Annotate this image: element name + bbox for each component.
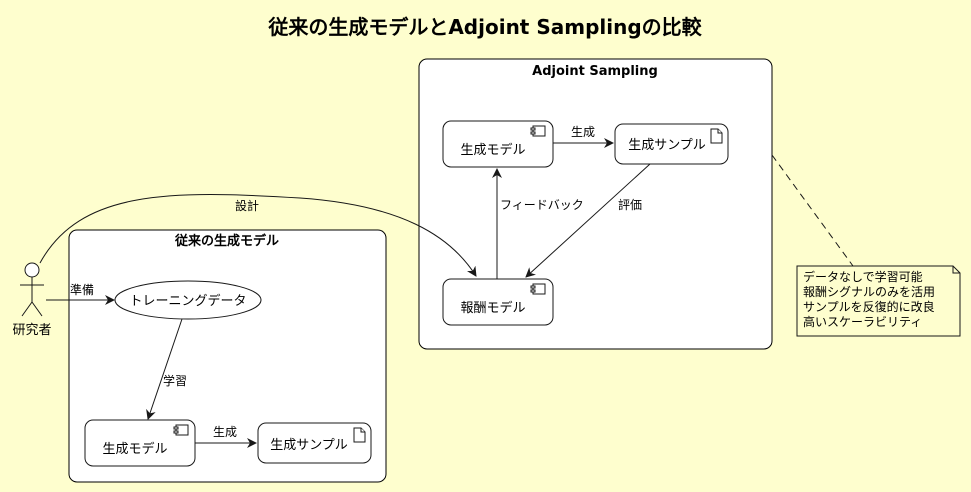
edge-generate-adjoint: 生成 xyxy=(553,125,614,148)
traditional-model-label: 生成モデル xyxy=(102,441,167,457)
component-icon xyxy=(173,424,189,436)
traditional-frame-title: 従来の生成モデル xyxy=(174,233,279,249)
edge-generate-traditional: 生成 xyxy=(195,425,257,448)
adjoint-sample-artifact[interactable]: 生成サンプル xyxy=(614,123,729,165)
training-data-label: トレーニングデータ xyxy=(129,293,246,309)
component-icon xyxy=(530,283,546,295)
adjoint-model-component[interactable]: 生成モデル xyxy=(442,120,554,168)
researcher-actor[interactable]: 研究者 xyxy=(12,262,52,338)
edge-design-label: 設計 xyxy=(235,198,259,213)
note-connector xyxy=(771,154,854,267)
edge-prepare: 準備 xyxy=(46,282,115,305)
edge-feedback-label: フィードバック xyxy=(500,198,584,212)
edge-evaluate-label: 評価 xyxy=(618,197,642,212)
document-icon xyxy=(710,128,723,144)
edge-feedback: フィードバック xyxy=(492,168,584,279)
component-icon xyxy=(530,125,546,137)
note-box: データなしで学習可能 報酬シグナルのみを活用 サンプルを反復的に改良 高いスケー… xyxy=(796,265,961,337)
stick-figure-icon xyxy=(20,262,44,317)
reward-model-label: 報酬モデル xyxy=(460,300,525,316)
edge-prepare-label: 準備 xyxy=(70,282,94,297)
traditional-model-component[interactable]: 生成モデル xyxy=(84,419,196,467)
edge-design: 設計 xyxy=(39,194,477,277)
note-line-4: 高いスケーラビリティ xyxy=(803,314,922,329)
diagram-title: 従来の生成モデルとAdjoint Samplingの比較 xyxy=(267,15,702,39)
note-line-3: サンプルを反復的に改良 xyxy=(803,299,935,314)
edge-learn-label: 学習 xyxy=(163,373,187,388)
training-data-usecase[interactable]: トレーニングデータ xyxy=(114,280,262,320)
researcher-label: 研究者 xyxy=(12,323,51,338)
note-line-1: データなしで学習可能 xyxy=(803,269,923,284)
adjoint-model-label: 生成モデル xyxy=(460,142,525,158)
edge-generate-adjoint-label: 生成 xyxy=(571,125,595,139)
note-line-2: 報酬シグナルのみを活用 xyxy=(803,285,935,299)
edge-evaluate: 評価 xyxy=(525,163,651,278)
adjoint-frame-title: Adjoint Sampling xyxy=(532,64,658,79)
traditional-sample-artifact[interactable]: 生成サンプル xyxy=(257,422,372,464)
edge-learn: 学習 xyxy=(146,318,187,420)
edge-generate-traditional-label: 生成 xyxy=(213,425,237,439)
adjoint-sample-label: 生成サンプル xyxy=(628,138,706,153)
traditional-sample-label: 生成サンプル xyxy=(270,438,348,453)
document-icon xyxy=(353,427,366,443)
reward-model-component[interactable]: 報酬モデル xyxy=(442,278,554,326)
